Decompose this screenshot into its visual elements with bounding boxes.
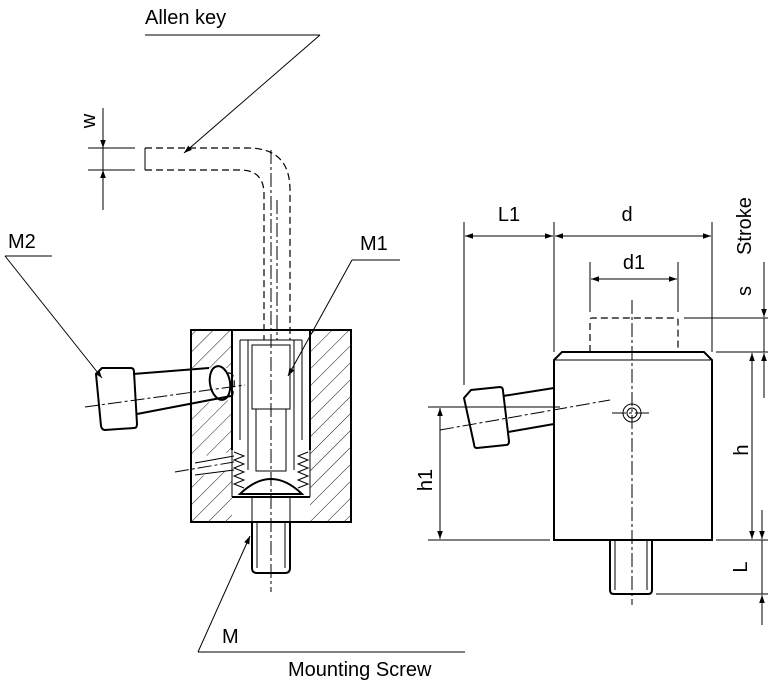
allen-key-leader: Allen key — [145, 7, 321, 154]
h1-dimension: h1 — [415, 408, 443, 539]
l1-dimension: L1 — [465, 204, 553, 239]
label-l: L — [730, 561, 752, 572]
l-dimension: L — [730, 510, 765, 625]
section-view — [84, 150, 352, 592]
label-d1: d1 — [623, 252, 645, 274]
stroke-dimension: Stroke s — [734, 197, 767, 398]
label-m1: M1 — [360, 233, 388, 255]
m-leader: M Mounting Screw — [197, 535, 465, 680]
exterior-view — [439, 300, 713, 605]
label-w: w — [78, 113, 100, 129]
m1-leader: M1 — [287, 233, 400, 377]
d1-dimension: d1 — [591, 252, 677, 282]
label-h: h — [731, 444, 753, 455]
m2-leader: M2 — [4, 231, 103, 379]
label-m: M — [222, 626, 239, 648]
label-h1: h1 — [415, 469, 437, 491]
label-d: d — [621, 204, 632, 226]
h-dimension: h — [731, 353, 755, 539]
label-mounting-screw: Mounting Screw — [288, 659, 432, 680]
label-stroke: Stroke — [734, 197, 756, 255]
label-allen-key: Allen key — [145, 7, 226, 29]
label-s: s — [734, 286, 756, 296]
label-m2: M2 — [8, 231, 36, 253]
label-l1: L1 — [498, 204, 520, 226]
w-dimension: w — [78, 108, 135, 210]
d-dimension: d — [555, 204, 711, 239]
extension-lines — [428, 222, 768, 595]
allen-key — [144, 147, 291, 340]
